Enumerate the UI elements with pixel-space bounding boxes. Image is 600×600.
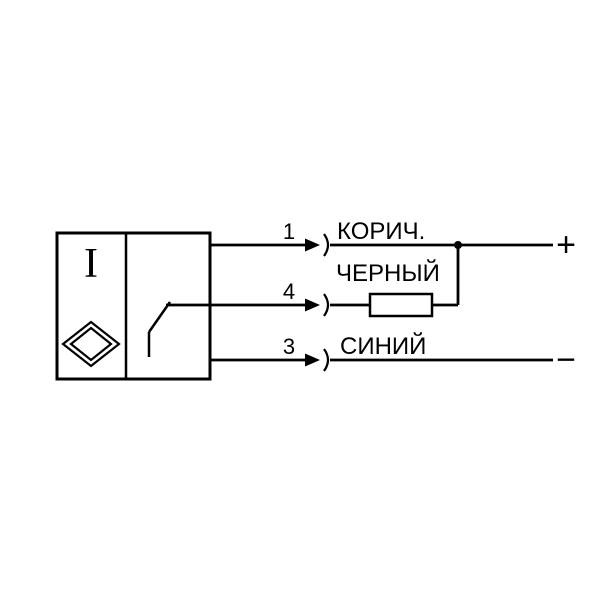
wire-pin4-black: 4 ЧЕРНЫЙ — [166, 245, 460, 318]
switch-symbol-icon — [147, 301, 172, 357]
wire-label-blue: СИНИЙ — [340, 332, 426, 360]
connector-pin-icon — [305, 238, 320, 252]
terminal-plus: + — [556, 226, 576, 264]
pin-number-3: 3 — [283, 334, 295, 359]
pin-number-4: 4 — [283, 279, 295, 304]
connector-socket-icon — [323, 348, 330, 372]
connector-pin-icon — [305, 298, 320, 312]
load-resistor-icon — [368, 292, 434, 318]
wire-label-black: ЧЕРНЫЙ — [336, 259, 440, 287]
connector-socket-icon — [323, 233, 330, 257]
proximity-symbol-inner-diamond-icon — [69, 326, 113, 362]
wire-pin1-brown: 1 КОРИЧ. + — [210, 218, 576, 264]
wire-pin3-blue: 3 СИНИЙ − — [210, 332, 576, 379]
proximity-symbol-outer-diamond-icon — [61, 320, 121, 368]
terminal-minus: − — [556, 341, 576, 379]
wire-label-brown: КОРИЧ. — [337, 218, 425, 245]
switch-blade — [147, 301, 172, 333]
pin-number-1: 1 — [283, 219, 295, 244]
sensor-type-letter: I — [84, 241, 98, 287]
connector-pin-icon — [305, 353, 320, 367]
connector-socket-icon — [323, 293, 330, 317]
